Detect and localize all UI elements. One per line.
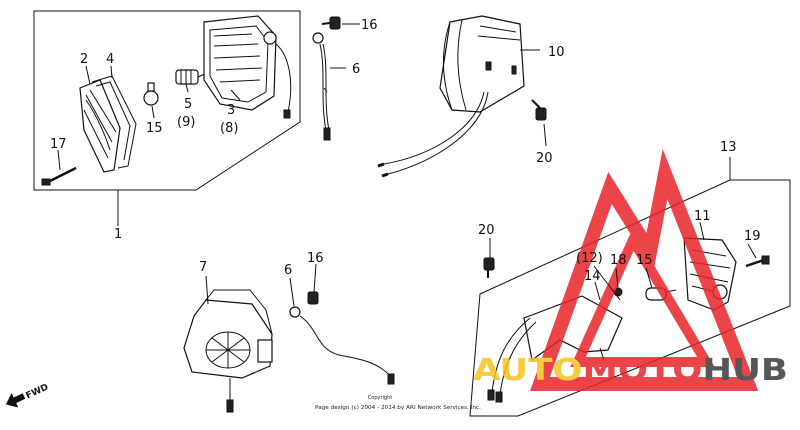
watermark-text-hub: HUB bbox=[702, 353, 788, 388]
housing-part-3 bbox=[203, 15, 292, 119]
callout-15-right: 15 bbox=[636, 253, 653, 268]
assembly-1-rear-left-light bbox=[33, 10, 301, 226]
watermark-text-moto: MOTO bbox=[583, 353, 703, 388]
callout-20-right: 20 bbox=[478, 223, 495, 238]
callout-1: 1 bbox=[114, 227, 122, 242]
leader-lines bbox=[57, 23, 757, 307]
callout-5: 5 bbox=[184, 97, 192, 112]
fwd-arrow-icon bbox=[5, 392, 26, 408]
copyright-line-2: Page design (c) 2004 - 2014 by ARI Netwo… bbox=[315, 405, 481, 411]
ground-wire-part-6-middle bbox=[289, 291, 395, 385]
callout-13: 13 bbox=[720, 140, 737, 155]
callout-6-middle: 6 bbox=[284, 263, 292, 278]
callout-3: 3 bbox=[227, 103, 235, 118]
copyright-notice: Copyright Page design (c) 2004 - 2014 by… bbox=[315, 395, 481, 411]
callout-12: (12) bbox=[576, 251, 603, 266]
callout-labels: 1 2 4 15 5 (9) 3 (8) 17 16 6 10 20 7 6 1… bbox=[50, 18, 761, 284]
callout-18: 18 bbox=[610, 253, 627, 268]
callout-16-top: 16 bbox=[361, 18, 378, 33]
screw-part-20-right bbox=[483, 257, 495, 278]
callout-20-top: 20 bbox=[536, 151, 553, 166]
copyright-line-1: Copyright bbox=[368, 395, 392, 401]
turn-signal-part-10 bbox=[377, 15, 525, 178]
callout-19: 19 bbox=[744, 229, 761, 244]
screw-part-16-middle bbox=[307, 291, 319, 305]
ground-wire-part-6-top bbox=[312, 16, 341, 141]
fwd-label: FWD bbox=[25, 382, 51, 401]
screw-part-20-top bbox=[531, 99, 547, 121]
callout-3-alt: (8) bbox=[220, 121, 238, 136]
lens-part-2 bbox=[79, 79, 121, 173]
callout-6-top: 6 bbox=[352, 62, 360, 77]
callout-5-alt: (9) bbox=[177, 115, 195, 130]
watermark-text-auto: AUTO bbox=[473, 353, 583, 388]
bulb-part-15 bbox=[143, 82, 159, 106]
callout-14: 14 bbox=[584, 269, 601, 284]
callout-16-middle: 16 bbox=[307, 251, 324, 266]
callout-15-top: 15 bbox=[146, 121, 163, 136]
fwd-arrow: FWD bbox=[5, 382, 51, 408]
callout-2: 2 bbox=[80, 52, 88, 67]
callout-17: 17 bbox=[50, 137, 67, 152]
assembly-1-frame bbox=[33, 10, 301, 191]
callout-11: 11 bbox=[694, 209, 711, 224]
gasket-part-4 bbox=[91, 75, 137, 169]
screw-part-16-top bbox=[321, 16, 341, 30]
screw-part-17 bbox=[41, 166, 77, 186]
turn-signal-part-7 bbox=[183, 289, 273, 413]
callout-7: 7 bbox=[199, 260, 207, 275]
screw-part-19 bbox=[745, 255, 770, 268]
callout-4: 4 bbox=[106, 52, 114, 67]
callout-10: 10 bbox=[548, 45, 565, 60]
